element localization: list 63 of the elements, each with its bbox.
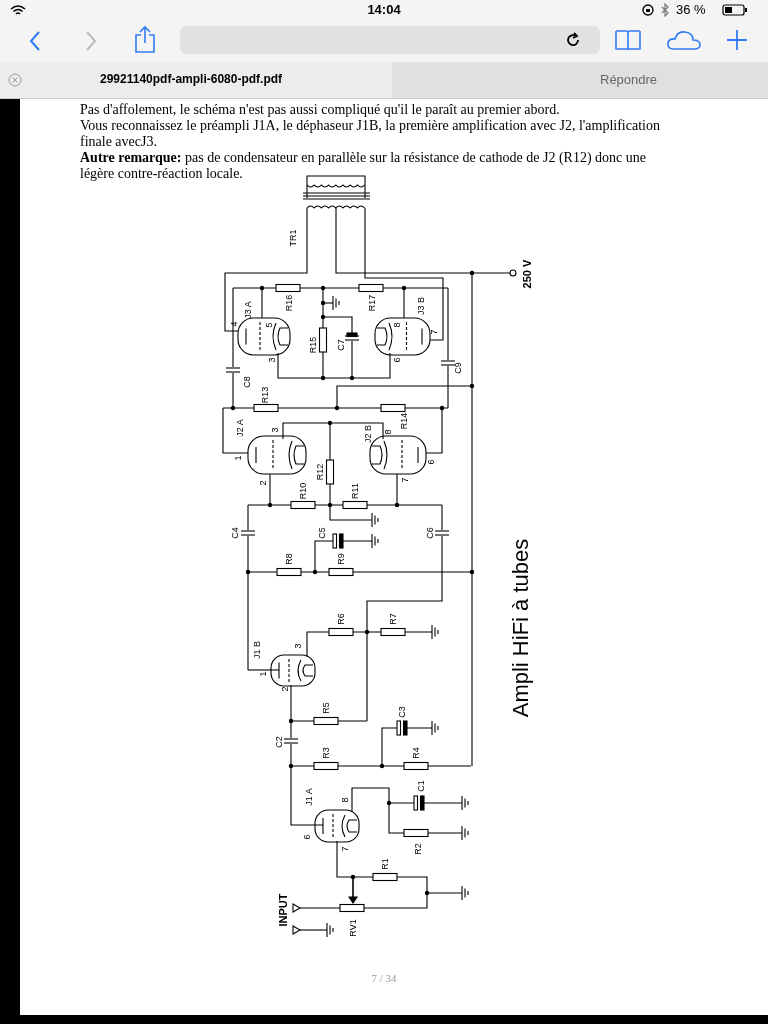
clock-time: 14:04	[366, 2, 402, 17]
component-label: R13	[260, 386, 270, 404]
component-label: J1 B	[252, 641, 262, 659]
pin-number: 2	[280, 686, 290, 692]
pin-number: 3	[270, 427, 280, 433]
voltage-label: 250 V	[521, 259, 533, 289]
component-label: RV1	[348, 919, 358, 937]
component-label: R14	[399, 412, 409, 430]
component-label: C7	[336, 339, 346, 351]
component-label: J2 A	[235, 419, 245, 437]
component-label: R12	[315, 463, 325, 481]
component-label: C5	[317, 527, 327, 539]
component-label: J3 B	[416, 297, 426, 315]
component-label: R15	[308, 336, 318, 354]
component-label: J1 A	[304, 788, 314, 806]
component-label: C2	[274, 736, 284, 748]
component-label: TR1	[288, 229, 298, 247]
pin-number: 8	[340, 797, 350, 803]
component-label: R5	[321, 702, 331, 714]
pin-number: 7	[400, 477, 410, 483]
pin-number: 6	[426, 459, 436, 465]
component-label: C4	[230, 527, 240, 539]
diagram-title: Ampli HiFi à tubes	[507, 538, 533, 718]
pin-number: 8	[383, 429, 393, 435]
tab-title: Répondre	[600, 72, 658, 87]
component-label: R6	[336, 613, 346, 625]
pin-number: 8	[392, 322, 402, 328]
component-label: R11	[350, 483, 360, 499]
input-label: INPUT	[277, 893, 289, 927]
component-label: R2	[413, 843, 423, 855]
component-label: C1	[416, 780, 426, 792]
tab-title: 29921140pdf-ampli-6080-pdf.pdf	[100, 72, 283, 86]
component-label: C8	[242, 376, 252, 388]
page-number: 7 / 34	[370, 972, 398, 984]
pin-number: 6	[392, 357, 402, 363]
component-label: R17	[367, 294, 377, 312]
paragraph: Vous reconnaissez le préampli J1A, le déphaseur J1B, la première amplification avec J2, l'amplification finale avecJ3.	[80, 118, 661, 150]
pin-number: 7	[429, 329, 439, 335]
component-label: R16	[284, 294, 294, 312]
pin-number: 4	[229, 321, 239, 327]
component-label: J3 A	[243, 301, 253, 319]
component-label: R7	[388, 613, 398, 625]
component-label: R1	[380, 858, 390, 870]
pin-number: 3	[267, 357, 277, 363]
component-label: R4	[411, 747, 421, 759]
pin-number: 1	[233, 455, 243, 461]
component-label: J2 B	[363, 425, 373, 443]
pin-number: 2	[258, 480, 268, 486]
pin-number: 1	[258, 671, 268, 677]
pin-number: 7	[340, 846, 350, 852]
pin-number: 6	[302, 834, 312, 840]
component-label: R3	[321, 747, 331, 759]
paragraph: Pas d'affolement, le schéma n'est pas aussi compliqué qu'il le paraît au premier abord.	[80, 102, 561, 118]
paragraph: Autre remarque: pas de condensateur en parallèle sur la résistance de cathode de J2 (R12) donc une légère contre-réaction locale.	[80, 150, 648, 182]
battery-percentage: 36 %	[676, 2, 706, 17]
component-label: C6	[425, 527, 435, 539]
component-label: C3	[397, 706, 407, 718]
component-label: R10	[298, 482, 308, 500]
component-label: C9	[453, 362, 463, 374]
pin-number: 5	[264, 322, 274, 328]
pin-number: 3	[293, 643, 303, 649]
component-label: R8	[284, 553, 294, 565]
component-label: R9	[336, 553, 346, 565]
